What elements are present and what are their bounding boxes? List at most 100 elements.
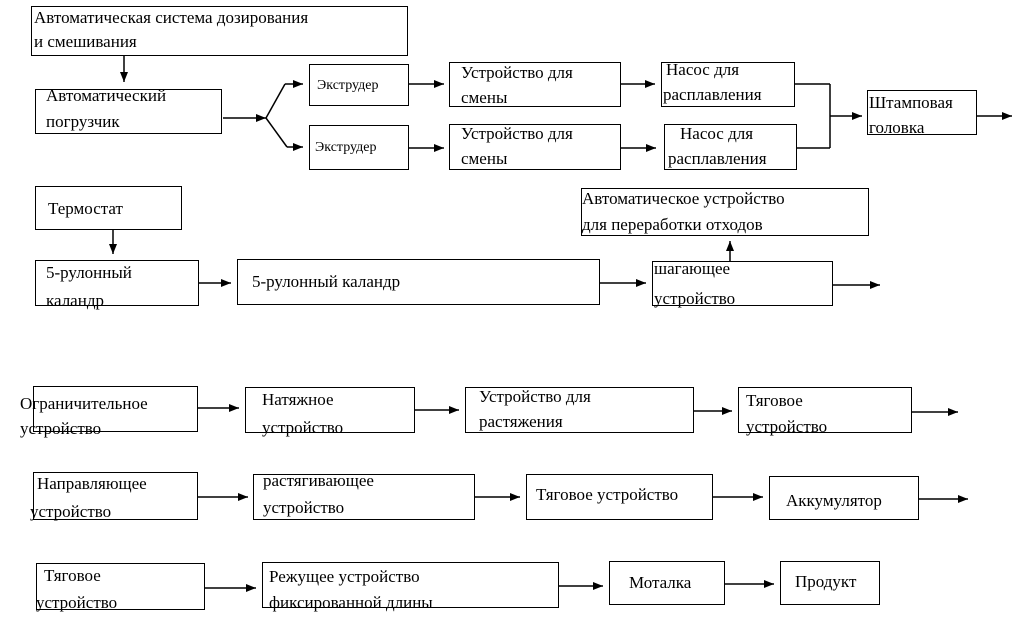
arrowhead-21 [510, 493, 520, 501]
stretch-device-2-line2: устройство [263, 498, 345, 517]
arrowhead-11 [109, 244, 117, 254]
arrowhead-16 [229, 404, 239, 412]
changer-2-line1: Устройство для [461, 124, 573, 143]
product-label: Продукт [795, 572, 857, 591]
changer-1-line2: смены [461, 88, 508, 107]
arrowhead-23 [958, 495, 968, 503]
arrowhead-12 [221, 279, 231, 287]
stretch-device-1-box [465, 387, 694, 433]
thermostat-box [35, 186, 182, 230]
melt-pump-2-box [664, 124, 797, 170]
arrowhead-24 [246, 584, 256, 592]
winder-box [609, 561, 725, 605]
melt-pump-1-line1: Насос для [666, 60, 740, 79]
arrowhead-1 [120, 72, 128, 82]
arrowhead-26 [764, 580, 774, 588]
traction-3-line2: устройство [36, 593, 118, 612]
stretch-device-2-box [253, 474, 475, 520]
extruder-2-label: Экструдер [315, 140, 377, 155]
melt-pump-1-box [661, 62, 795, 107]
tension-line2: устройство [262, 418, 344, 437]
guide-box [33, 472, 198, 520]
melt-pump-2-line2: расплавления [668, 149, 767, 168]
tension-line1: Натяжное [262, 390, 334, 409]
walking-device-line1: шагающее [654, 259, 731, 278]
changer-2-box [449, 124, 621, 170]
changer-1-line1: Устройство для [461, 63, 573, 82]
auto-loader-line2: погрузчик [46, 112, 120, 131]
arrowhead-20 [238, 493, 248, 501]
arrowhead-17 [449, 406, 459, 414]
arrowhead-22 [753, 493, 763, 501]
dosing-system-line2: и смешивания [34, 32, 137, 51]
arrowhead-15 [870, 281, 880, 289]
arrowhead-9 [852, 112, 862, 120]
traction-3-box [36, 563, 205, 610]
extruder-1-label: Экструдер [317, 78, 379, 93]
stretch-device-1-line2: растяжения [479, 412, 563, 431]
extruder-2-box [309, 125, 409, 170]
traction-1-line2: устройство [746, 417, 828, 436]
waste-recycler-box [581, 188, 869, 236]
calender-1-line2: каландр [46, 291, 104, 310]
tension-box [245, 387, 415, 433]
guide-line1: Направляющее [37, 474, 147, 493]
arrowhead-2 [256, 114, 266, 122]
arrowhead-6 [434, 144, 444, 152]
accumulator-label: Аккумулятор [786, 491, 882, 510]
product-box [780, 561, 880, 605]
changer-1-box [449, 62, 621, 107]
limiter-box [33, 386, 198, 432]
extruder-1-box [309, 64, 409, 106]
dosing-system-line1: Автоматическая система дозирования [34, 8, 309, 27]
walking-device-box [652, 261, 833, 306]
arrowhead-5 [434, 80, 444, 88]
changer-2-line2: смены [461, 149, 508, 168]
cutter-box [262, 562, 559, 608]
melt-pump-1-line2: расплавления [663, 85, 762, 104]
arrowhead-4 [293, 143, 303, 151]
limiter-line2: устройство [20, 419, 102, 438]
calender-1-line1: 5-рулонный [46, 263, 132, 282]
die-head-box [867, 90, 977, 135]
arrowhead-14 [726, 241, 734, 251]
die-head-line1: Штамповая [869, 93, 953, 112]
traction-1-box [738, 387, 912, 433]
arrowhead-25 [593, 582, 603, 590]
calender-2-label: 5-рулонный каландр [252, 272, 401, 291]
arrowhead-8 [646, 144, 656, 152]
cutter-line2: фиксированной длины [269, 593, 433, 612]
die-head-line2: головка [869, 118, 925, 137]
limiter-line1: Ограничительное [20, 394, 148, 413]
connector-line-3 [265, 83, 286, 119]
arrowhead-19 [948, 408, 958, 416]
connector-line-4 [265, 117, 288, 148]
dosing-system-box [31, 6, 408, 56]
cutter-line1: Режущее устройство [269, 567, 420, 586]
thermostat-label: Термостат [48, 199, 123, 218]
arrowhead-13 [636, 279, 646, 287]
stretch-device-1-line1: Устройство для [479, 387, 591, 406]
arrowhead-18 [722, 407, 732, 415]
guide-line2: устройство [30, 502, 112, 521]
accumulator-box [769, 476, 919, 520]
melt-pump-2-line1: Насос для [680, 124, 754, 143]
walking-device-line2: устройство [654, 289, 736, 308]
arrowhead-10 [1002, 112, 1012, 120]
auto-loader-line1: Автоматический [46, 86, 167, 105]
winder-label: Моталка [629, 573, 692, 592]
calender-2-box [237, 259, 600, 305]
arrowhead-7 [645, 80, 655, 88]
stretch-device-2-line1: растягивающее [263, 471, 374, 490]
calender-1-box [35, 260, 199, 306]
traction-1-line1: Тяговое [746, 391, 803, 410]
traction-2-label: Тяговое устройство [536, 485, 679, 504]
traction-3-line1: Тяговое [44, 566, 101, 585]
traction-2-box [526, 474, 713, 520]
waste-recycler-line2: для переработки отходов [582, 215, 763, 234]
auto-loader-box [35, 89, 222, 134]
waste-recycler-line1: Автоматическое устройство [582, 189, 785, 208]
arrowhead-3 [293, 80, 303, 88]
